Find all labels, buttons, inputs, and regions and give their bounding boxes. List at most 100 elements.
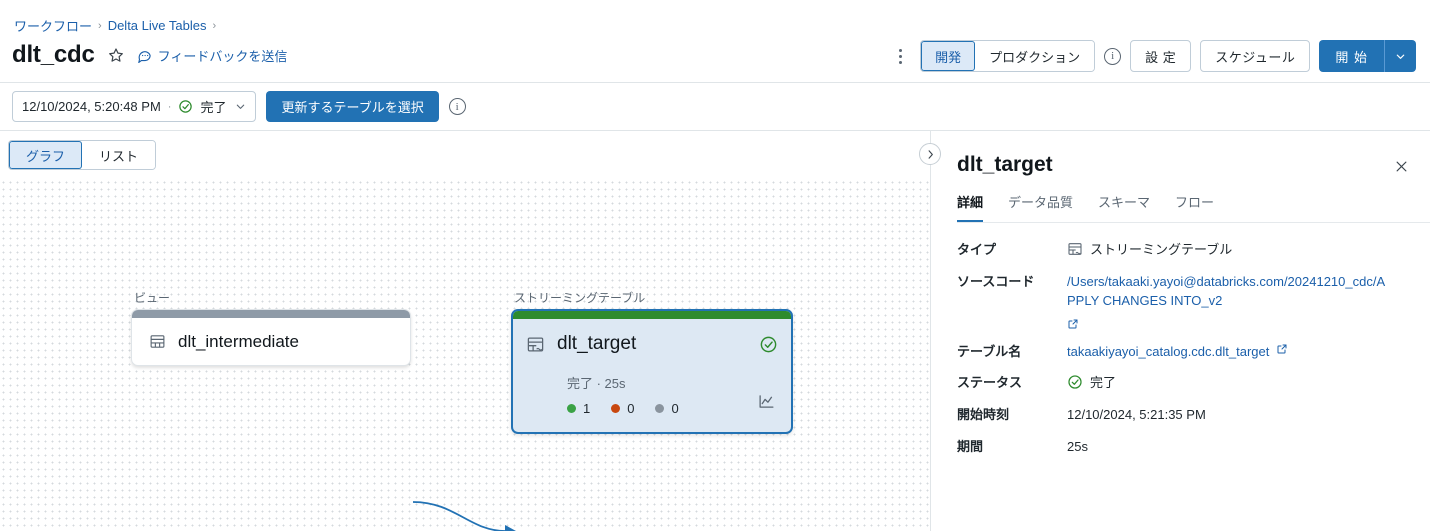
status-label: 完了: [1090, 375, 1117, 391]
metric-dot-green: [567, 404, 576, 413]
node-dlt-target[interactable]: dlt_target 完了 · 25s 1 0: [511, 309, 793, 434]
more-vertical-icon[interactable]: [889, 43, 911, 69]
node-kind-label: ストリーミングテーブル: [514, 291, 646, 305]
info-circle-icon[interactable]: i: [1104, 47, 1122, 65]
start-button[interactable]: 開 始: [1319, 40, 1384, 72]
run-timestamp: 12/10/2024, 5:20:48 PM: [22, 99, 161, 114]
node-status-sub: 完了 · 25s: [567, 376, 626, 391]
check-circle-icon: [178, 99, 193, 114]
info-circle-icon[interactable]: i: [448, 98, 466, 115]
line-chart-icon[interactable]: [758, 393, 775, 410]
view-table-icon: [149, 333, 166, 350]
node-header-bar: [513, 311, 791, 319]
settings-button[interactable]: 設 定: [1130, 40, 1192, 72]
metric-value: 1: [583, 401, 591, 416]
node-name: dlt_target: [557, 333, 637, 354]
select-tables-to-refresh-button[interactable]: 更新するテーブルを選択: [266, 91, 439, 122]
detail-key: ステータス: [957, 375, 1023, 391]
duration-value: 25s: [1067, 439, 1088, 455]
table-name-link[interactable]: takaakiyayoi_catalog.cdc.dlt_target: [1067, 343, 1270, 359]
metric-dot-orange: [611, 404, 621, 413]
panel-title: dlt_target: [957, 153, 1053, 176]
detail-key: 開始時刻: [957, 407, 1010, 423]
graph-node-view: ビュー dlt_intermediate: [131, 289, 411, 366]
detail-list: タイプ ストリーミングテーブル ソースコード /Users/takaaki: [957, 241, 1420, 470]
view-mode-tabs: グラフ リスト: [8, 140, 157, 170]
detail-panel: dlt_target 詳細 データ品質 スキーマ フロー タイプ: [931, 131, 1430, 531]
external-link-icon: [1276, 343, 1288, 355]
metric-value: 0: [671, 401, 679, 416]
detail-row-source-code: ソースコード /Users/takaaki.yayoi@databricks.c…: [957, 273, 1420, 330]
node-header-bar: [132, 310, 410, 318]
tab-flow[interactable]: フロー: [1175, 195, 1215, 210]
panel-tabs: 詳細 データ品質 スキーマ フロー: [957, 192, 1214, 222]
run-separator: ·: [167, 100, 172, 113]
detail-value[interactable]: /Users/takaaki.yayoi@databricks.com/2024…: [1067, 273, 1387, 330]
node-dlt-intermediate[interactable]: dlt_intermediate: [131, 309, 411, 366]
chevron-right-icon[interactable]: [919, 143, 941, 165]
streaming-table-icon: [1067, 241, 1083, 257]
detail-value[interactable]: takaakiyayoi_catalog.cdc.dlt_target: [1067, 343, 1288, 362]
breadcrumb-item-dlt[interactable]: Delta Live Tables: [107, 18, 207, 33]
toolbar-divider: [0, 130, 1430, 131]
breadcrumb-separator-icon: ›: [98, 19, 102, 32]
run-select[interactable]: 12/10/2024, 5:20:48 PM · 完了: [12, 91, 257, 122]
title-row: dlt_cdc フィードバックを送信: [12, 41, 287, 69]
tab-details[interactable]: 詳細: [957, 192, 984, 222]
detail-value: ストリーミングテーブル: [1067, 241, 1232, 260]
tab-list[interactable]: リスト: [82, 141, 156, 169]
detail-key: テーブル名: [957, 343, 1022, 359]
detail-key: タイプ: [957, 242, 997, 257]
detail-value: 12/10/2024, 5:21:35 PM: [1067, 406, 1206, 425]
detail-row-table-name: テーブル名 takaakiyayoi_catalog.cdc.dlt_targe…: [957, 343, 1420, 362]
panel-divider: [930, 131, 931, 531]
detail-key: 期間: [957, 439, 984, 455]
source-code-link[interactable]: /Users/takaaki.yayoi@databricks.com/2024…: [1067, 273, 1386, 308]
send-feedback-label: フィードバックを送信: [157, 48, 288, 64]
detail-value: 完了: [1067, 374, 1116, 393]
detail-row-duration: 期間 25s: [957, 438, 1420, 457]
check-circle-icon: [759, 335, 778, 354]
close-icon[interactable]: [1390, 155, 1412, 177]
detail-row-start-time: 開始時刻 12/10/2024, 5:21:35 PM: [957, 406, 1420, 425]
detail-row-type: タイプ ストリーミングテーブル: [957, 241, 1420, 260]
detail-value: 25s: [1067, 438, 1088, 457]
metric-failed: 0: [611, 401, 634, 416]
panel-tabs-divider: [957, 222, 1430, 223]
header-divider: [0, 82, 1430, 83]
run-bar: 12/10/2024, 5:20:48 PM · 完了 更新するテーブルを選択 …: [12, 91, 466, 122]
pipeline-graph-canvas[interactable]: ビュー dlt_intermediate: [0, 179, 930, 531]
mode-option-production[interactable]: プロダクション: [975, 41, 1095, 71]
detail-row-status: ステータス 完了: [957, 374, 1420, 393]
metric-success: 1: [567, 401, 590, 416]
chevron-down-icon[interactable]: [1384, 40, 1416, 72]
detail-type-label: ストリーミングテーブル: [1090, 242, 1233, 257]
chevron-down-icon: [235, 101, 246, 112]
header-actions: 開発 プロダクション i 設 定 スケジュール 開 始: [889, 40, 1416, 72]
metric-skipped: 0: [655, 401, 679, 416]
node-name: dlt_intermediate: [178, 331, 299, 351]
mode-toggle: 開発 プロダクション: [920, 40, 1096, 72]
mode-option-development[interactable]: 開発: [921, 41, 976, 71]
star-icon[interactable]: [106, 45, 126, 65]
start-time-value: 12/10/2024, 5:21:35 PM: [1067, 407, 1206, 423]
tab-data-quality[interactable]: データ品質: [1008, 195, 1074, 210]
node-kind-label: ビュー: [134, 291, 171, 305]
detail-key: ソースコード: [957, 273, 1035, 289]
tab-schema[interactable]: スキーマ: [1098, 195, 1151, 210]
graph-node-streaming-table: ストリーミングテーブル dlt_target: [511, 289, 793, 434]
node-metrics: 1 0 0: [567, 401, 679, 416]
streaming-table-icon: [526, 335, 545, 354]
metric-dot-gray: [655, 404, 665, 413]
breadcrumb-item-workflows[interactable]: ワークフロー: [14, 19, 93, 34]
send-feedback-button[interactable]: フィードバックを送信: [137, 46, 288, 65]
breadcrumb-separator-icon: ›: [212, 19, 217, 32]
start-button-group: 開 始: [1319, 40, 1416, 72]
run-status-label: 完了: [200, 100, 227, 115]
schedule-button[interactable]: スケジュール: [1200, 40, 1311, 72]
page-title: dlt_cdc: [12, 41, 95, 68]
tab-graph[interactable]: グラフ: [9, 141, 83, 169]
comment-icon: [137, 48, 152, 63]
breadcrumb: ワークフロー › Delta Live Tables ›: [14, 16, 216, 35]
